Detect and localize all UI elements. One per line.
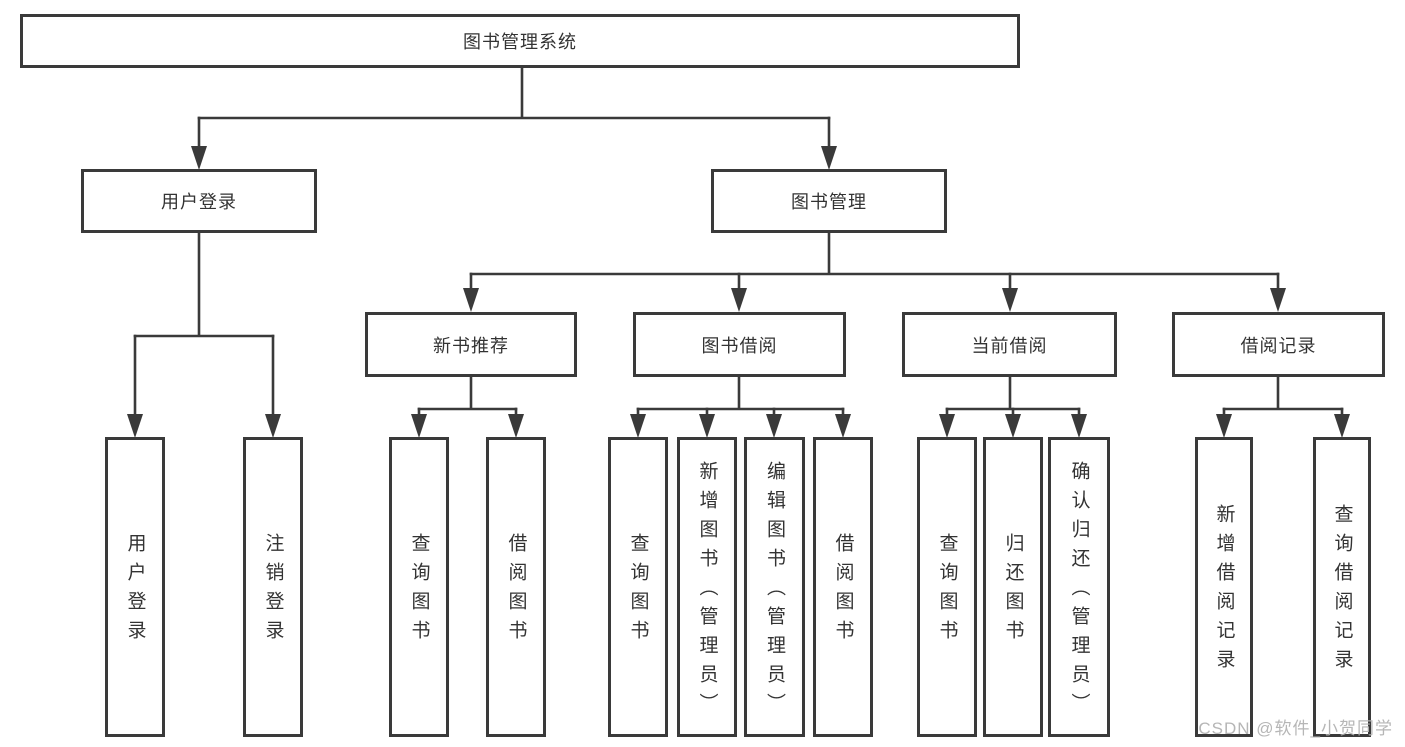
leaf-query-books-recommend: 查询图书 bbox=[389, 437, 449, 737]
leaf-confirm-return-admin: 确认归还（管理员） bbox=[1048, 437, 1110, 737]
leaf-query-books-borrow: 查询图书 bbox=[608, 437, 668, 737]
leaf-borrow-books: 借阅图书 bbox=[813, 437, 873, 737]
leaf-add-books-admin: 新增图书（管理员） bbox=[677, 437, 737, 737]
leaf-logout: 注销登录 bbox=[243, 437, 303, 737]
node-current-borrow: 当前借阅 bbox=[902, 312, 1117, 377]
node-root-system: 图书管理系统 bbox=[20, 14, 1020, 68]
node-user-login: 用户登录 bbox=[81, 169, 317, 233]
node-book-management: 图书管理 bbox=[711, 169, 947, 233]
leaf-query-borrow-record: 查询借阅记录 bbox=[1313, 437, 1371, 737]
leaf-edit-books-admin: 编辑图书（管理员） bbox=[744, 437, 805, 737]
leaf-query-books-current: 查询图书 bbox=[917, 437, 977, 737]
node-new-book-recommend: 新书推荐 bbox=[365, 312, 577, 377]
node-borrow-records: 借阅记录 bbox=[1172, 312, 1385, 377]
leaf-borrow-books-recommend: 借阅图书 bbox=[486, 437, 546, 737]
node-book-borrow: 图书借阅 bbox=[633, 312, 846, 377]
leaf-user-login: 用户登录 bbox=[105, 437, 165, 737]
leaf-return-books: 归还图书 bbox=[983, 437, 1043, 737]
arrowheads bbox=[127, 146, 1350, 438]
leaf-add-borrow-record: 新增借阅记录 bbox=[1195, 437, 1253, 737]
